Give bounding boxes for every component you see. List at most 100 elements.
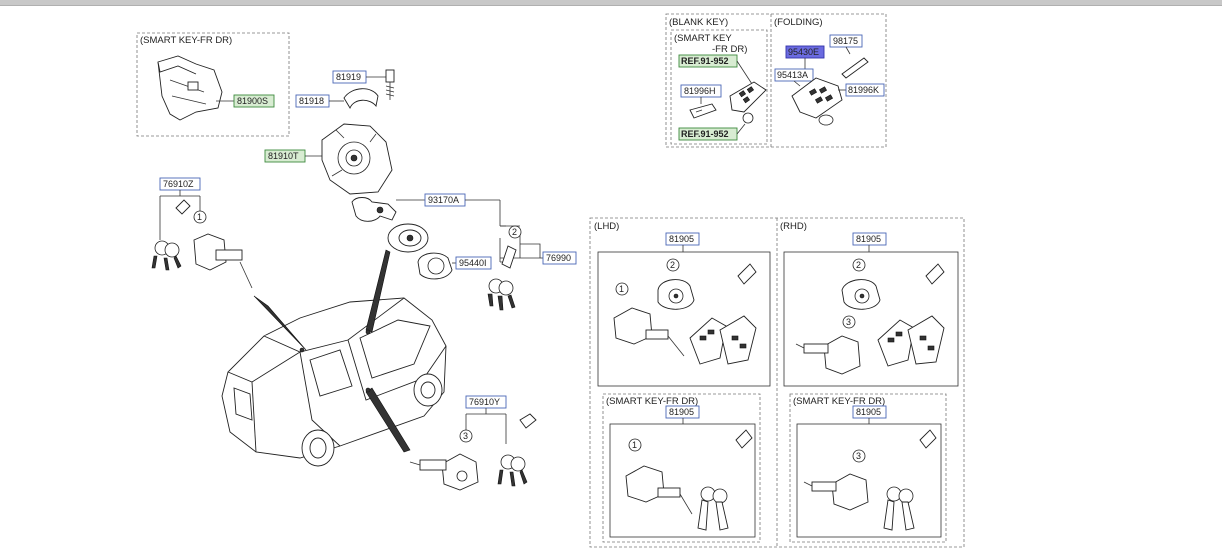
- svg-text:2: 2: [856, 260, 861, 270]
- group-label-blank-key: (BLANK KEY): [669, 17, 728, 28]
- group-label-smart-key-line1: (SMART KEY: [674, 33, 732, 44]
- smart-key-module-drawing: [157, 55, 223, 121]
- svg-text:3: 3: [856, 451, 861, 461]
- part-76990[interactable]: 76990: [542, 251, 577, 265]
- group-box-smart-key-fr-dr: [136, 32, 290, 137]
- svg-text:81905: 81905: [669, 234, 694, 244]
- part-95413A[interactable]: 95413A: [774, 68, 814, 82]
- panel-rhd-smart: [796, 423, 942, 538]
- smart-key-fob-drawing: [729, 81, 767, 113]
- door-cylinder-lhd-drawing: [613, 307, 685, 357]
- keys-lhd-smart-drawing: [697, 429, 753, 531]
- door-lock-cylinder-left-drawing: [193, 233, 253, 289]
- part-81996H[interactable]: 81996H: [680, 84, 722, 98]
- part-81905-lhd-smart[interactable]: 81905: [665, 405, 700, 419]
- folding-key-fob-drawing: [791, 77, 843, 119]
- svg-text:REF.91-952: REF.91-952: [681, 56, 729, 66]
- part-81918[interactable]: 81918: [295, 94, 330, 108]
- svg-text:81905: 81905: [856, 234, 881, 244]
- part-81919[interactable]: 81919: [332, 70, 367, 84]
- part-81996K[interactable]: 81996K: [845, 83, 885, 97]
- svg-text:81996K: 81996K: [848, 85, 879, 95]
- cylinder-drawing: [387, 223, 429, 253]
- svg-text:81905: 81905: [669, 407, 694, 417]
- key-set-drawing-center: [487, 245, 517, 311]
- svg-text:81918: 81918: [299, 96, 324, 106]
- door-cylinder-rhd-smart-drawing: [803, 473, 869, 511]
- callout-2-rhd: 2: [852, 258, 866, 272]
- clamp-band-drawing: [343, 88, 379, 110]
- svg-text:REF.91-952: REF.91-952: [681, 129, 729, 139]
- svg-text:81905: 81905: [856, 407, 881, 417]
- part-95430E[interactable]: 95430E: [785, 45, 825, 59]
- part-76910Y[interactable]: 76910Y: [465, 395, 507, 409]
- vehicle-drawing: [221, 249, 447, 467]
- battery-coin-drawing-right: [818, 114, 834, 126]
- keys-rhd-smart-drawing: [883, 429, 937, 531]
- ignition-lock-body-drawing: [321, 123, 393, 195]
- panel-rhd: [783, 251, 959, 387]
- callout-1-lhd-smart: 1: [628, 438, 642, 452]
- bolt-drawing: [385, 69, 395, 100]
- callout-3-rhd: 3: [842, 315, 856, 329]
- part-ref-91-952-top[interactable]: REF.91-952: [678, 54, 738, 68]
- door-lock-cylinder-right-drawing: [409, 453, 479, 491]
- part-ref-91-952-bottom[interactable]: REF.91-952: [678, 127, 738, 141]
- key-set-drawing-left: [151, 199, 191, 271]
- group-label-rhd: (RHD): [780, 221, 807, 232]
- callout-2-top: 2: [508, 225, 522, 239]
- svg-text:81919: 81919: [336, 72, 361, 82]
- window-top-bar: [0, 0, 1222, 13]
- callout-1-left: 1: [193, 210, 207, 224]
- illumination-ring-drawing: [417, 252, 453, 280]
- svg-text:3: 3: [846, 317, 851, 327]
- emergency-key-drawing: [689, 103, 717, 119]
- svg-text:1: 1: [632, 440, 637, 450]
- svg-text:98175: 98175: [833, 36, 858, 46]
- panel-lhd-smart: [609, 423, 756, 538]
- folding-keys-rhd-drawing: [877, 263, 945, 367]
- folding-keys-lhd-drawing: [689, 263, 757, 365]
- ignition-cylinder-rhd-drawing: [841, 279, 881, 310]
- battery-coin-drawing-left: [742, 112, 754, 124]
- svg-text:81900S: 81900S: [237, 96, 268, 106]
- group-box-lhd-smart: [602, 393, 761, 543]
- group-label-lhd-smart: (SMART KEY-FR DR): [606, 396, 698, 407]
- group-box-smart-key-inner: [670, 29, 768, 145]
- callout-1-lhd: 1: [615, 282, 629, 296]
- svg-text:81996H: 81996H: [684, 86, 716, 96]
- group-label-smart-key-fr-dr: (SMART KEY-FR DR): [140, 35, 232, 46]
- part-81900S[interactable]: 81900S: [233, 94, 275, 108]
- svg-text:76910Y: 76910Y: [469, 397, 500, 407]
- part-93170A[interactable]: 93170A: [424, 193, 466, 207]
- door-cylinder-lhd-smart-drawing: [625, 465, 693, 515]
- group-box-rhd-smart: [789, 393, 947, 543]
- top-tabs: [1012, 0, 1182, 13]
- svg-text:93170A: 93170A: [428, 195, 459, 205]
- panel-lhd: [597, 251, 771, 387]
- group-box-blank-folding: [665, 13, 887, 148]
- svg-text:95413A: 95413A: [777, 70, 808, 80]
- group-label-smart-key-line2: -FR DR): [712, 44, 747, 55]
- part-95440I[interactable]: 95440I: [455, 256, 492, 270]
- part-81905-rhd-smart[interactable]: 81905: [852, 405, 887, 419]
- ignition-cylinder-lhd-drawing: [657, 279, 695, 310]
- callout-3-rhd-smart: 3: [852, 449, 866, 463]
- part-81910T[interactable]: 81910T: [264, 149, 306, 163]
- group-label-lhd: (LHD): [594, 221, 619, 232]
- group-label-folding: (FOLDING): [774, 17, 823, 28]
- key-blade-drawing-folding: [841, 57, 869, 79]
- part-81905-lhd[interactable]: 81905: [665, 232, 700, 246]
- svg-text:81910T: 81910T: [268, 151, 299, 161]
- part-81905-rhd[interactable]: 81905: [852, 232, 887, 246]
- part-98175[interactable]: 98175: [829, 34, 863, 48]
- svg-text:95440I: 95440I: [459, 258, 487, 268]
- svg-text:1: 1: [619, 284, 624, 294]
- svg-text:76990: 76990: [546, 253, 571, 263]
- svg-text:2: 2: [512, 227, 517, 237]
- group-label-rhd-smart: (SMART KEY-FR DR): [793, 396, 885, 407]
- door-cylinder-rhd-drawing: [795, 335, 861, 375]
- part-76910Z[interactable]: 76910Z: [159, 177, 201, 191]
- svg-text:76910Z: 76910Z: [163, 179, 194, 189]
